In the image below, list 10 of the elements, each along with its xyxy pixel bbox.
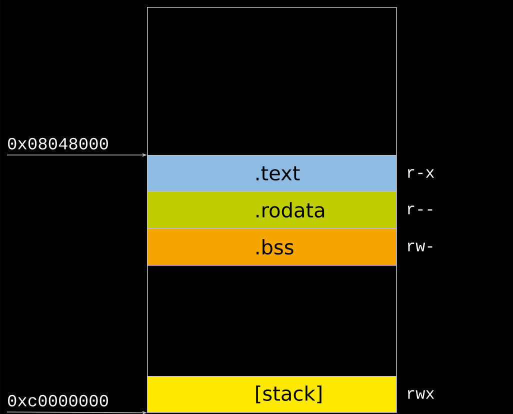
segment-box: .bss: [147, 228, 397, 266]
segment-box: .text: [147, 155, 397, 192]
permission-label: r-x: [408, 169, 434, 178]
permission-label: rwx: [408, 390, 434, 399]
address-label: 0x08048000: [8, 138, 108, 150]
address-label: 0xc0000000: [8, 394, 108, 406]
segment-box: .rodata: [147, 191, 397, 229]
permission-label: rw-: [408, 242, 432, 252]
segment-box: [stack]: [147, 376, 397, 413]
permission-label: r--: [408, 206, 432, 214]
